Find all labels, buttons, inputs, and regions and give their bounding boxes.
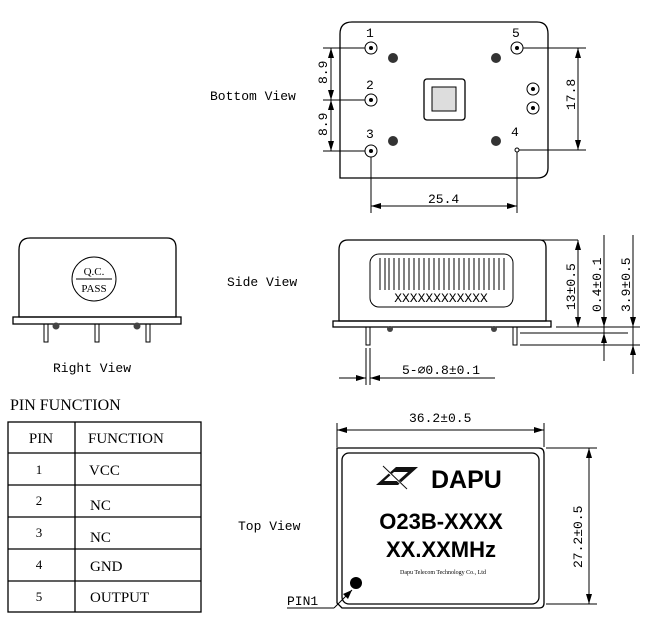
row-pin: 4 — [36, 557, 43, 572]
side-marking-text: XXXXXXXXXXXX — [394, 291, 488, 306]
header-pin: PIN — [29, 431, 53, 447]
table-row: 1 VCC — [36, 462, 120, 479]
top-view-body — [336, 447, 545, 609]
right-view-pin — [94, 323, 100, 343]
pin-5-number: 5 — [512, 26, 520, 41]
dim-width-25-4: 25.4 — [370, 152, 518, 213]
screw-icon — [133, 322, 141, 330]
side-view-pin — [365, 326, 371, 346]
pin-3-number: 3 — [366, 127, 374, 142]
model-text: O23B-XXXX — [379, 509, 503, 534]
screw-icon — [491, 136, 501, 146]
table-row: 2 NC — [36, 493, 111, 514]
dapu-logo-icon — [376, 465, 418, 491]
bottom-view: Bottom View 1 2 3 4 5 — [210, 21, 586, 213]
pin-1-number: 1 — [366, 26, 374, 41]
dim-27-2-text: 27.2±0.5 — [571, 506, 586, 568]
dim-top-width: 36.2±0.5 — [336, 411, 545, 447]
pin1-marker-dot — [350, 577, 362, 589]
qc-text: Q.C. — [84, 266, 105, 278]
qc-pass-stamp: Q.C. PASS — [71, 256, 117, 302]
right-view: Q.C. PASS Right View — [12, 237, 182, 376]
pin-1: 1 — [364, 26, 378, 55]
row-function: OUTPUT — [90, 590, 149, 606]
row-pin: 3 — [36, 525, 43, 540]
dim-8-9-upper: 8.9 — [316, 61, 331, 84]
pin-4: 4 — [511, 125, 520, 153]
top-view-label: Top View — [238, 519, 301, 534]
right-view-flange — [12, 316, 182, 325]
side-view: Side View XXXXXXXXXXXX — [227, 235, 640, 385]
dim-0-4-text: 0.4±0.1 — [590, 257, 605, 312]
top-view: Top View DAPU O23B-XXXX XX.XXMHz Dapu Te… — [238, 411, 597, 609]
center-chip — [423, 78, 466, 121]
side-view-flange — [332, 320, 552, 328]
trim-hole — [526, 82, 540, 96]
pin1-label: PIN1 — [287, 594, 318, 609]
screw-icon — [491, 53, 501, 63]
screw-icon — [387, 326, 393, 332]
bottom-view-label: Bottom View — [210, 89, 296, 104]
pin-2-number: 2 — [366, 78, 374, 93]
pin-function-table: PIN FUNCTION PIN FUNCTION 1 VCC 2 NC 3 N… — [7, 397, 202, 613]
top-view-inner-border — [341, 452, 540, 605]
dim-3-9-text: 3.9±0.5 — [619, 257, 634, 312]
table-row: 4 GND — [36, 557, 123, 575]
dim-36-2-text: 36.2±0.5 — [409, 411, 471, 426]
screw-icon — [491, 326, 497, 332]
screw-icon — [388, 53, 398, 63]
row-function: GND — [90, 559, 123, 575]
brand-text: DAPU — [431, 466, 502, 494]
side-view-label-plate — [369, 253, 514, 308]
right-view-label: Right View — [53, 361, 131, 376]
table-row: 3 NC — [36, 525, 111, 546]
row-function: VCC — [89, 463, 120, 479]
screw-icon — [388, 136, 398, 146]
dim-8-9-lower: 8.9 — [316, 113, 331, 136]
dim-pin-dia-text: 5-∅0.8±0.1 — [402, 363, 480, 378]
pin-2: 2 — [364, 78, 378, 107]
side-view-pin — [512, 326, 518, 346]
bottom-view-body — [339, 21, 549, 179]
header-function: FUNCTION — [88, 431, 164, 447]
right-view-pin — [145, 323, 151, 343]
company-text: Dapu Telecom Technology Co., Ltd — [400, 570, 486, 576]
dim-17-8-text: 17.8 — [564, 79, 579, 110]
dim-height-17-8: 17.8 — [519, 47, 586, 151]
pin-function-title: PIN FUNCTION — [10, 397, 121, 414]
table-row: 5 OUTPUT — [36, 589, 149, 606]
side-view-label: Side View — [227, 275, 297, 290]
dim-top-height: 27.2±0.5 — [546, 447, 597, 605]
dim-pin-diameter: 5-∅0.8±0.1 — [339, 348, 495, 385]
dim-pin-spacing: 8.9 8.9 — [316, 47, 365, 152]
pin-5: 5 — [510, 26, 524, 55]
frequency-text: XX.XXMHz — [386, 537, 496, 562]
dim-25-4-text: 25.4 — [428, 192, 459, 207]
screw-icon — [52, 322, 60, 330]
row-pin: 1 — [36, 462, 43, 477]
row-pin: 2 — [36, 493, 43, 508]
trim-hole — [526, 101, 540, 115]
pin-4-number: 4 — [511, 125, 519, 140]
row-pin: 5 — [36, 589, 43, 604]
row-function: NC — [90, 530, 111, 546]
dim-side-heights: 13±0.5 0.4±0.1 3.9±0.5 — [520, 235, 640, 374]
pin-3: 3 — [364, 127, 378, 158]
right-view-pin — [43, 323, 49, 343]
row-function: NC — [90, 498, 111, 514]
barcode — [379, 258, 505, 290]
dim-13-text: 13±0.5 — [564, 263, 579, 310]
chip-die — [431, 86, 457, 112]
pass-text: PASS — [81, 283, 106, 295]
